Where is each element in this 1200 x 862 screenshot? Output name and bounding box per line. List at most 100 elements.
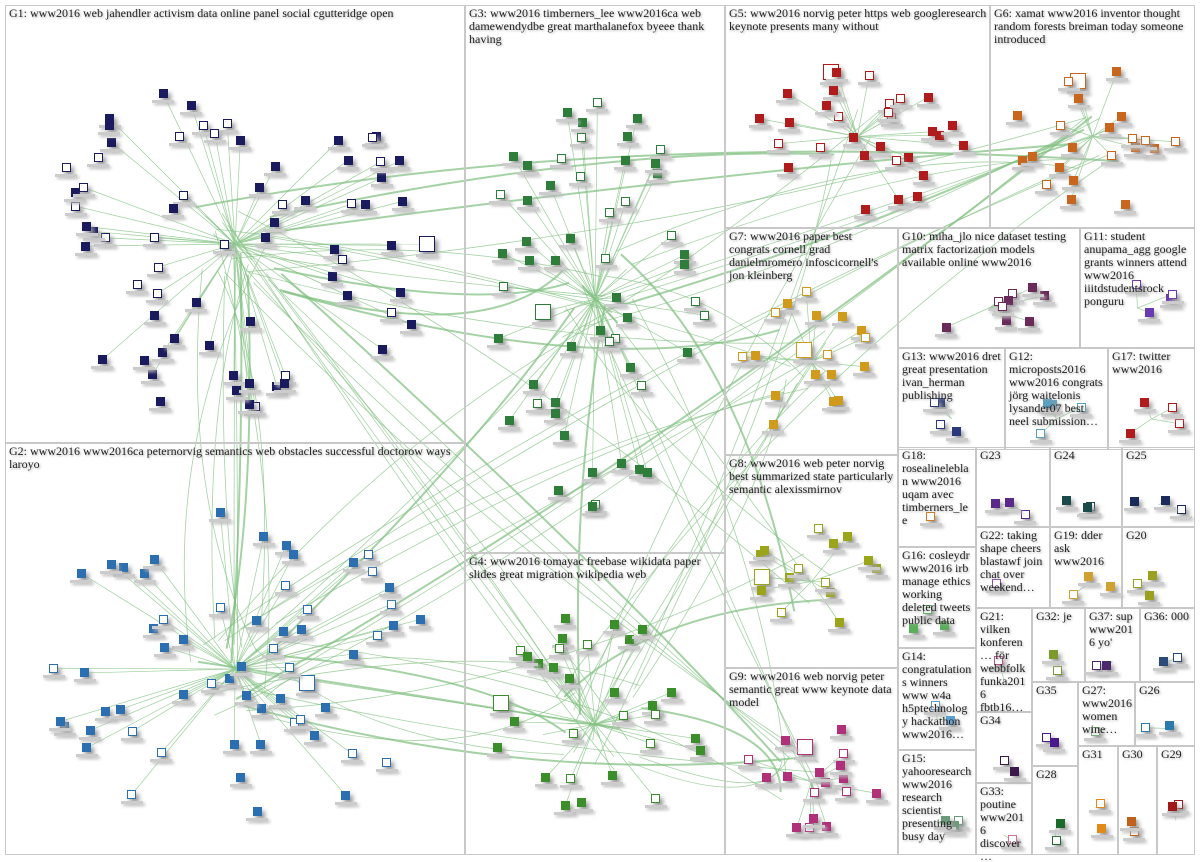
node[interactable] <box>288 550 298 560</box>
node[interactable] <box>744 754 754 764</box>
node[interactable] <box>268 643 278 653</box>
node[interactable] <box>826 370 836 380</box>
node[interactable] <box>132 280 142 290</box>
node[interactable] <box>833 111 843 121</box>
node[interactable] <box>259 532 269 542</box>
node[interactable] <box>71 201 81 211</box>
node[interactable] <box>127 790 137 800</box>
node[interactable] <box>945 715 955 725</box>
node[interactable] <box>810 370 820 380</box>
node[interactable] <box>652 168 662 178</box>
node[interactable] <box>1052 665 1062 675</box>
node[interactable] <box>936 420 946 430</box>
node[interactable] <box>82 221 92 231</box>
node[interactable] <box>1129 826 1139 836</box>
node[interactable] <box>1141 135 1151 145</box>
node[interactable] <box>833 396 843 406</box>
node[interactable] <box>1048 650 1058 660</box>
node[interactable] <box>1051 836 1061 846</box>
node[interactable] <box>244 400 254 410</box>
node[interactable] <box>198 121 208 131</box>
node[interactable] <box>522 651 532 661</box>
node[interactable] <box>279 626 289 636</box>
node[interactable] <box>168 204 178 214</box>
node[interactable] <box>385 583 395 593</box>
node[interactable] <box>809 788 819 798</box>
node[interactable] <box>343 290 353 300</box>
node[interactable] <box>215 508 225 518</box>
node[interactable] <box>1008 289 1018 299</box>
node[interactable] <box>776 607 786 617</box>
node[interactable] <box>119 563 129 573</box>
node[interactable] <box>139 355 149 365</box>
node[interactable] <box>115 705 125 715</box>
node[interactable] <box>523 161 533 171</box>
node[interactable] <box>82 743 92 753</box>
node[interactable] <box>690 296 700 306</box>
node[interactable] <box>368 132 378 142</box>
node[interactable] <box>1056 121 1066 131</box>
node[interactable] <box>577 118 587 128</box>
node[interactable] <box>372 631 382 641</box>
node[interactable] <box>994 656 1004 666</box>
node[interactable] <box>97 355 107 365</box>
node[interactable] <box>839 748 849 758</box>
node[interactable] <box>860 205 870 215</box>
node[interactable] <box>1090 727 1100 737</box>
node[interactable] <box>1027 151 1037 161</box>
node[interactable] <box>1043 399 1053 409</box>
node[interactable] <box>387 240 397 250</box>
node[interactable] <box>558 634 568 644</box>
node[interactable] <box>620 156 630 166</box>
node[interactable] <box>759 545 769 555</box>
node[interactable] <box>617 458 627 468</box>
node[interactable] <box>1074 93 1084 103</box>
node[interactable] <box>152 289 162 299</box>
node[interactable] <box>140 569 150 579</box>
node[interactable] <box>504 416 514 426</box>
node[interactable] <box>1049 738 1059 748</box>
node[interactable] <box>93 152 103 162</box>
node[interactable] <box>81 241 91 251</box>
node[interactable] <box>822 350 832 360</box>
node[interactable] <box>621 196 631 206</box>
node[interactable] <box>607 771 617 781</box>
node[interactable] <box>347 199 357 209</box>
node[interactable] <box>1036 429 1046 439</box>
node[interactable] <box>245 378 255 388</box>
node[interactable] <box>241 690 251 700</box>
node[interactable] <box>377 344 387 354</box>
node[interactable] <box>784 118 794 128</box>
node[interactable] <box>388 620 398 630</box>
node[interactable] <box>147 370 157 380</box>
node[interactable] <box>252 615 262 625</box>
node[interactable] <box>864 70 874 80</box>
node[interactable] <box>930 701 940 711</box>
node[interactable] <box>1120 200 1130 210</box>
node[interactable] <box>838 311 848 321</box>
node[interactable] <box>1144 590 1154 600</box>
node[interactable] <box>1097 824 1107 834</box>
node[interactable] <box>783 299 793 309</box>
node[interactable] <box>495 189 505 199</box>
node[interactable] <box>783 162 793 172</box>
node[interactable] <box>904 153 914 163</box>
node[interactable] <box>680 260 690 270</box>
node[interactable] <box>1024 316 1034 326</box>
node[interactable] <box>604 336 614 346</box>
node[interactable] <box>1125 428 1135 438</box>
node[interactable] <box>1170 137 1180 147</box>
node[interactable] <box>683 347 692 357</box>
node[interactable] <box>821 778 831 788</box>
node[interactable] <box>535 303 552 320</box>
node[interactable] <box>814 767 824 777</box>
node[interactable] <box>1165 721 1175 731</box>
node[interactable] <box>811 311 821 321</box>
node[interactable] <box>1106 582 1116 592</box>
node[interactable] <box>523 195 533 205</box>
node[interactable] <box>626 363 636 373</box>
node[interactable] <box>947 121 957 131</box>
node[interactable] <box>632 113 642 123</box>
node[interactable] <box>939 621 949 631</box>
node[interactable] <box>782 771 792 781</box>
